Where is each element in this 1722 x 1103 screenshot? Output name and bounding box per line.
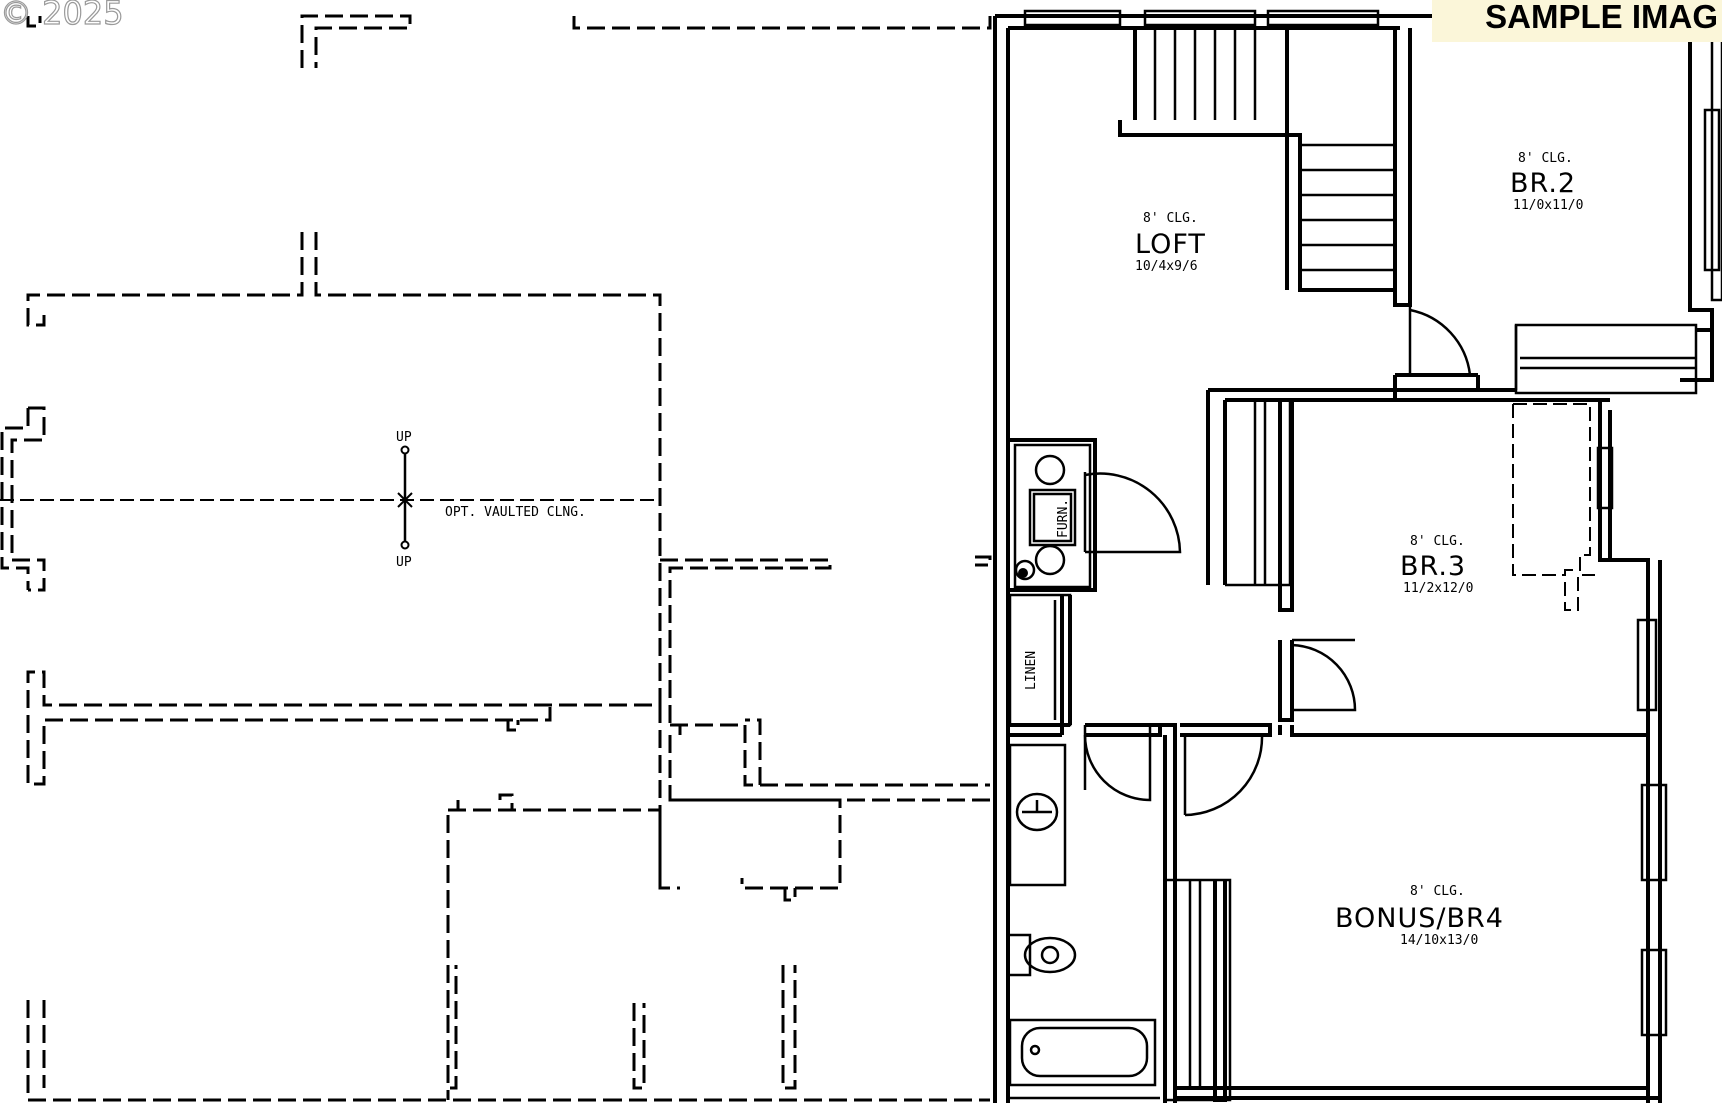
br3-name: BR.3 (1400, 551, 1466, 582)
copyright-watermark: © 2025 (0, 0, 124, 33)
br2-name: BR.2 (1510, 168, 1576, 199)
br3-ceiling: 8' CLG. (1410, 534, 1465, 549)
vaulted-label: OPT. VAULTED CLNG. (445, 505, 586, 520)
br2-dims: 11/0x11/0 (1513, 198, 1583, 213)
bonus-name: BONUS/BR4 (1335, 903, 1504, 934)
up-label-top: UP (396, 430, 412, 445)
loft-name: LOFT (1135, 229, 1206, 260)
sample-image-text: SAMPLE IMAG (1485, 0, 1718, 35)
bonus-dims: 14/10x13/0 (1400, 933, 1478, 948)
up-label-bottom: UP (396, 555, 412, 570)
furnace-label: FURN. (1056, 499, 1071, 538)
linen-label: LINEN (1024, 651, 1039, 690)
lower-level-outline (0, 14, 992, 1102)
loft-ceiling: 8' CLG. (1143, 211, 1198, 226)
sample-image-badge: SAMPLE IMAG (1432, 0, 1722, 42)
upper-floor-walls (993, 9, 1722, 1103)
loft-dims: 10/4x9/6 (1135, 259, 1198, 274)
br2-ceiling: 8' CLG. (1518, 151, 1573, 166)
br3-dims: 11/2x12/0 (1403, 581, 1473, 596)
bonus-ceiling: 8' CLG. (1410, 884, 1465, 899)
